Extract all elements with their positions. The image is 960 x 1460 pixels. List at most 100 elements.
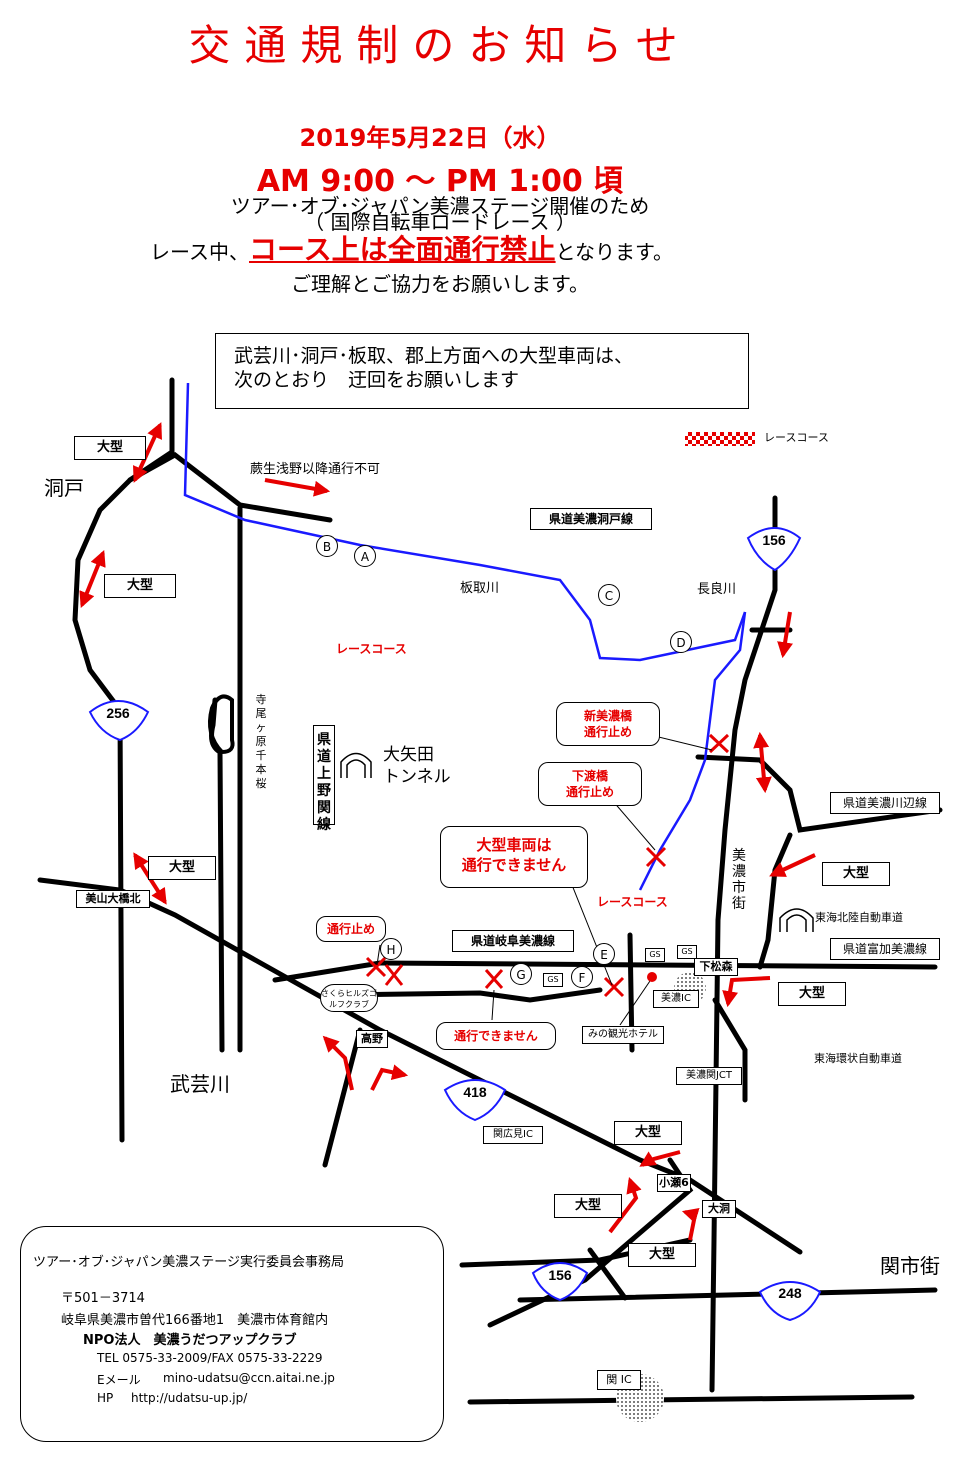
shield-256 [88, 700, 150, 742]
label-itadori-river: 板取川 [460, 581, 500, 596]
label-seki-ic: 関 IC [597, 1370, 641, 1390]
arrow-shinmino [753, 731, 772, 794]
checkpoint-g: G [510, 963, 532, 985]
ogata-box-6: 大型 [614, 1121, 682, 1145]
nagara-river [638, 611, 747, 891]
page-title: 交通規制のお知らせ [188, 21, 692, 70]
box-route-kawabe: 県道美濃川辺線 [830, 792, 940, 814]
shield-156-bottom-label: 156 [548, 1267, 572, 1283]
label-mino-hotel: みの観光ホテル [582, 1026, 664, 1044]
label-gs-3: GS [543, 973, 563, 987]
callout-shimowatari-bridge: 下渡橋 通行止め [538, 762, 642, 806]
label-seki-hiromi-ic: 関広見IC [483, 1126, 543, 1144]
arrow-takano-north [322, 1035, 354, 1091]
contact-address: 岐阜県美濃市曽代166番地1 美濃市体育館内 [61, 1313, 329, 1328]
road-156 [709, 495, 778, 1393]
place-mino-city: 美濃市街 [732, 848, 746, 912]
closure-suffix: となります。 [555, 240, 674, 264]
callout-shimowatari-line1: 下渡橋 [571, 769, 608, 783]
oneway-arrows [264, 478, 816, 1241]
request-cooperation: ご理解とご協力をお願いします。 [291, 272, 589, 296]
checkpoint-h: H [380, 938, 402, 960]
shield-156-top-label: 156 [762, 532, 786, 548]
label-tokai-hokuriku: 東海北陸自動車道 [815, 911, 903, 924]
label-mino-ic: 美濃IC [653, 990, 699, 1008]
event-reason: ツアー･オブ･ジャパン美濃ステージ開催のため [230, 194, 650, 218]
ogata-box-4: 大型 [822, 862, 890, 886]
arrow-horado [133, 422, 162, 483]
closure-marks [365, 733, 730, 998]
box-shimomatsumori: 下松森 [694, 958, 738, 976]
contact-info: ツアー･オブ･ジャパン美濃ステージ実行委員会事務局 〒501－3714 岐阜県美… [20, 1226, 444, 1442]
callout-shinmino-line2: 通行止め [583, 725, 632, 739]
label-terao: 寺尾ヶ原千本桜 [255, 693, 267, 790]
arrow-shimomatsumori [722, 976, 771, 1008]
shield-156-top [746, 527, 802, 572]
contact-zip: 〒501－3714 [61, 1291, 145, 1306]
callout-large-vehicles: 大型車両は 通行できません [440, 826, 588, 888]
detour-notice: 武芸川･洞戸･板取、郡上方面への大型車両は、 次のとおり 迂回をお願いします [215, 333, 749, 409]
checkpoint-d: D [670, 631, 692, 653]
label-tunnel: トンネル [383, 767, 451, 787]
hotel-marker [647, 972, 657, 982]
closure-prefix: レース中、 [150, 240, 249, 264]
box-takano: 高野 [356, 1030, 388, 1048]
place-horado: 洞戸 [44, 476, 84, 500]
ogata-box-3: 大型 [148, 856, 216, 880]
event-subtitle: （ 国際自転車ロードレース ） [304, 210, 576, 234]
label-gs-2: GS [677, 945, 697, 959]
label-tokai-kanjo: 東海環状自動車道 [814, 1052, 902, 1065]
road-248 [517, 1287, 938, 1303]
contact-hp[interactable]: http://udatsu-up.jp/ [131, 1391, 248, 1405]
shield-156-bottom [531, 1262, 589, 1302]
oyada-tunnel-icon [340, 752, 372, 778]
closure-emphasis: コース上は全面通行禁止 [249, 233, 556, 266]
road-seki-diag [587, 1247, 628, 1301]
x-f [603, 976, 625, 998]
label-oyada: 大矢田 [383, 745, 434, 765]
shield-418 [443, 1079, 507, 1122]
callout-shinmino-line1: 新美濃橋 [583, 709, 632, 723]
x-shinmino [708, 733, 730, 754]
rivers [183, 382, 747, 891]
contact-email[interactable]: mino-udatsu@ccn.aitai.ne.jp [163, 1371, 335, 1385]
closure-statement: レース中、コース上は全面通行禁止となります。 [150, 228, 673, 268]
contact-org: ツアー･オブ･ジャパン美濃ステージ実行委員会事務局 [33, 1255, 344, 1270]
checkpoint-e: E [593, 943, 615, 965]
shield-248-label: 248 [778, 1285, 802, 1301]
shield-418-label: 418 [463, 1084, 487, 1100]
no-pass-notice: 蕨生浅野以降通行不可 [250, 462, 381, 477]
shield-248 [758, 1281, 822, 1322]
arrow-takano-east [370, 1064, 409, 1091]
box-route-ueno: 県道上野関線 [313, 725, 335, 833]
box-route-horado: 県道美濃洞戸線 [530, 508, 652, 530]
ogata-box-1: 大型 [74, 436, 146, 460]
arrow-kose-west [639, 1150, 681, 1167]
checkpoint-f: F [571, 966, 593, 988]
callout-closed-h: 通行止め [316, 916, 386, 942]
road-curve [208, 694, 235, 754]
tokai-hokuriku-tunnel-icon [779, 908, 814, 932]
x-g [484, 969, 504, 989]
contact-hp-label: HP [97, 1391, 114, 1405]
ogata-box-8: 大型 [628, 1243, 696, 1267]
callout-cannot-pass-g: 通行できません [436, 1022, 556, 1050]
label-gs-1: GS [645, 948, 665, 962]
legend-label: レースコース [764, 431, 829, 444]
box-route-gifu-mino: 県道岐阜美濃線 [452, 930, 574, 952]
box-route-tomika: 県道富加美濃線 [830, 938, 940, 960]
ogata-box-7: 大型 [554, 1194, 622, 1218]
box-oboro: 大洞 [702, 1200, 736, 1218]
callout-shinmino-bridge: 新美濃橋 通行止め [556, 702, 660, 746]
x-shimowatari [645, 846, 667, 868]
callout-shimowatari-line2: 通行止め [565, 785, 614, 799]
place-seki-city: 関市街 [880, 1254, 940, 1278]
shield-256-label: 256 [106, 705, 130, 721]
legend-race-course-swatch [685, 432, 755, 446]
checkpoint-b: B [316, 535, 338, 557]
box-minoyama-bridge: 美山大橋北 [76, 890, 150, 908]
label-race-course-1: レースコース [336, 642, 407, 656]
checkpoint-a: A [354, 545, 376, 567]
road-256 [72, 377, 175, 1143]
detour-notice-line1: 武芸川･洞戸･板取、郡上方面への大型車両は、 [234, 345, 634, 367]
